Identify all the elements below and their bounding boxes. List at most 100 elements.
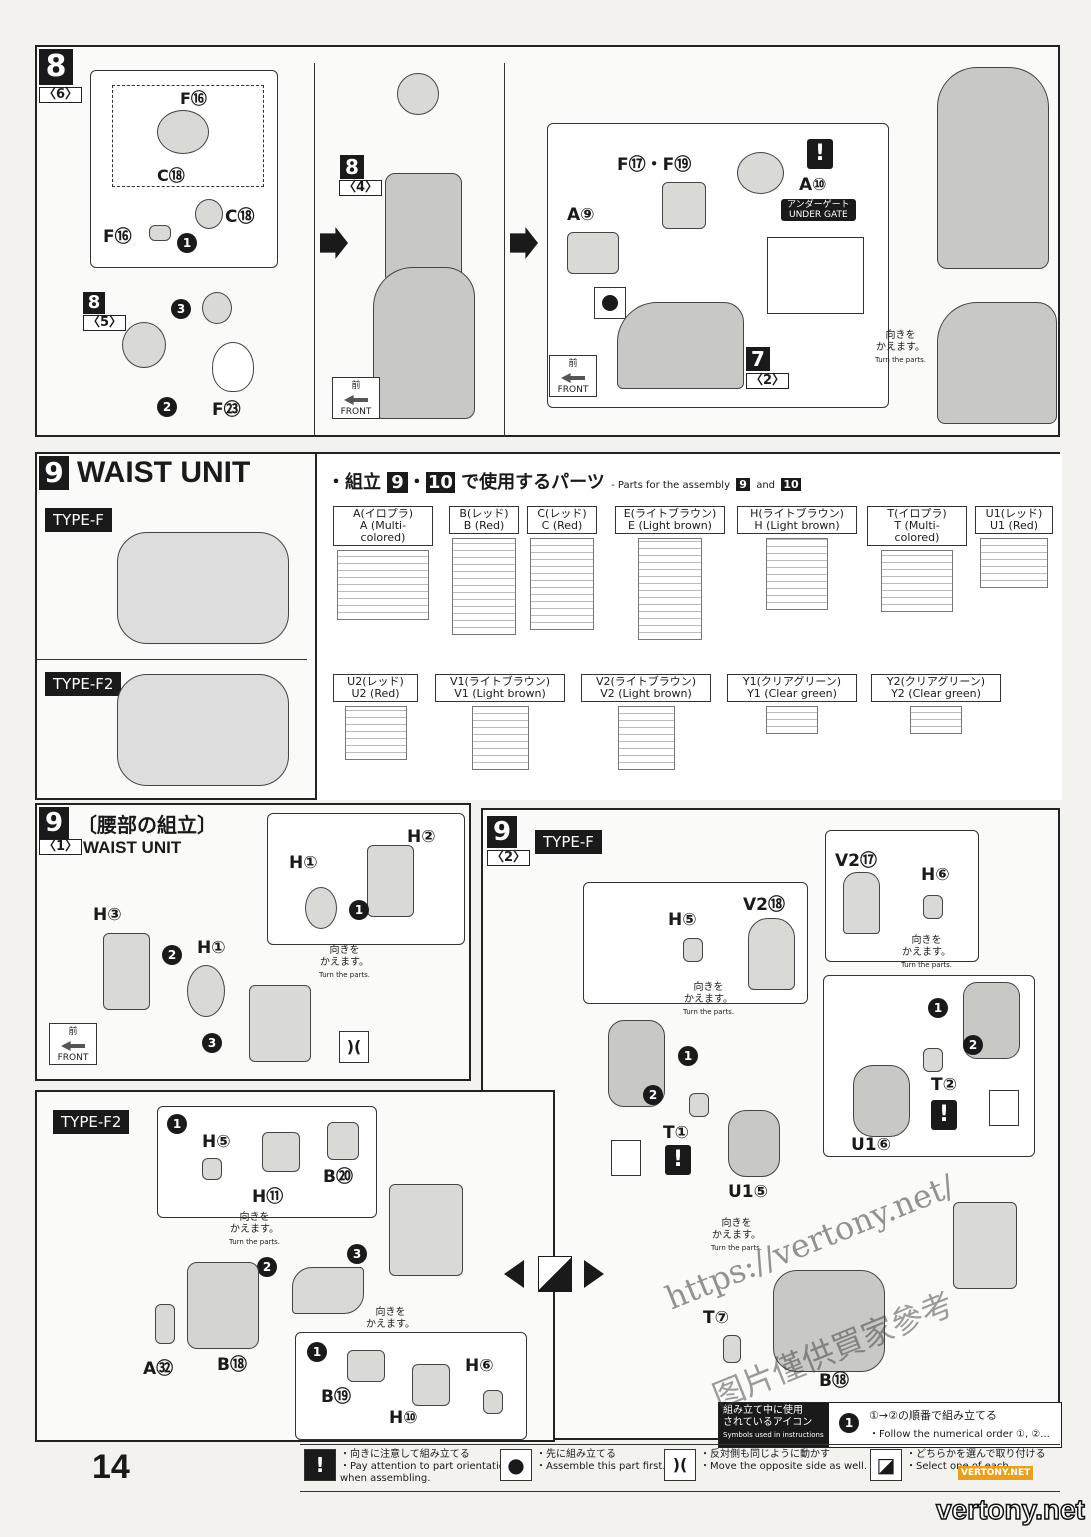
- part-label-h6: H⑥: [921, 865, 950, 885]
- type-f-tag: TYPE-F: [45, 508, 112, 532]
- part-label-f23: F㉓: [212, 400, 241, 420]
- order-1-icon: 1: [307, 1342, 327, 1362]
- part-label-v2-17: V2⑰: [835, 851, 877, 871]
- order-info-seq-jp: ①→②の順番で組み立てる: [869, 1409, 997, 1422]
- step9-1-number: 9: [39, 807, 69, 839]
- part-label-b19: B⑲: [321, 1387, 351, 1407]
- order-2-icon: 2: [157, 397, 177, 417]
- turn-parts-note: 向きをかえます。Turn the parts.: [875, 330, 927, 364]
- step9-2-panel: 9 〈2〉 TYPE-F H⑤ V2⑱ 向きをかえます。Turn the par…: [481, 808, 1060, 1440]
- shoulder-cap-part: [202, 292, 232, 324]
- t2-detail-box: [989, 1090, 1019, 1126]
- part-t2: [923, 1048, 943, 1072]
- type-f-tag: TYPE-F: [535, 830, 602, 854]
- step8-sub-number: 8: [340, 155, 364, 179]
- step8-substep: 〈6〉: [39, 87, 83, 103]
- part-f16-c18-preview: [157, 110, 209, 154]
- step9-f2-panel: TYPE-F2 1 H⑤ H⑪ B⑳ 向きをかえます。Turn the part…: [35, 1090, 555, 1442]
- runner-h: H(ライトブラウン)H (Light brown): [737, 506, 857, 610]
- shoulder-joint-part: [122, 322, 166, 368]
- waist-core-part: [389, 1184, 463, 1276]
- waist-assembled-part: [773, 1270, 885, 1372]
- part-a10: [737, 152, 784, 194]
- part-label-a10: A⑩: [799, 175, 827, 195]
- legend-move-both: )( ・反対側も同じように動かす・Move the opposite side …: [664, 1447, 867, 1487]
- leg-foot-part: [937, 302, 1057, 424]
- part-label-b18: B⑱: [217, 1355, 247, 1375]
- move-both-sides-icon: )(: [664, 1449, 696, 1481]
- part-a9: [567, 232, 619, 274]
- leg-knee-part: [373, 267, 475, 419]
- move-both-sides-icon: )(: [339, 1031, 369, 1063]
- step9-1-title-en: WAIST UNIT: [83, 838, 182, 857]
- detail-dashed-box: [112, 85, 264, 187]
- attention-icon: !: [665, 1145, 691, 1175]
- waist-core-part: [249, 985, 311, 1062]
- order-1-icon: 1: [177, 233, 197, 253]
- part-h3: [103, 933, 150, 1010]
- step9-1-panel: 9 〈1〉 〔腰部の組立〕 WAIST UNIT H② H① 1 向きをかえます…: [35, 803, 471, 1081]
- assemble-first-icon: ●: [500, 1449, 532, 1481]
- select-one-icon: [504, 1252, 604, 1296]
- step9-parts-panel: 9 WAIST UNIT TYPE-F TYPE-F2 ・組立 9・10 で使用…: [35, 452, 1062, 800]
- runner-v2: V2(ライトブラウン)V2 (Light brown): [581, 674, 711, 770]
- turn-parts-note: 向きをかえます。Turn the parts.: [319, 945, 371, 979]
- part-t1: [689, 1093, 709, 1117]
- part-u1-5: [728, 1110, 780, 1177]
- part-label-b18: B⑱: [819, 1371, 849, 1391]
- part-label-u1-5: U1⑤: [728, 1182, 769, 1202]
- runner-v1: V1(ライトブラウン)V1 (Light brown): [435, 674, 565, 770]
- turn-parts-note: 向きをかえます。Turn the parts.: [711, 1218, 763, 1252]
- part-b19: [347, 1350, 385, 1382]
- leg-base-part: [617, 302, 744, 389]
- turn-parts-note: 向きをかえます。Turn the parts.: [683, 982, 735, 1016]
- step7-ref-number: 7: [746, 347, 770, 371]
- runner-u1: U1(レッド)U1 (Red): [975, 506, 1053, 588]
- runner-a: A(イロプラ)A (Multi-colored): [333, 506, 433, 620]
- part-label-f17-f19: F⑰・F⑲: [617, 155, 692, 175]
- step9-1-title-jp: 〔腰部の組立〕: [77, 813, 217, 837]
- t1-detail-box: [611, 1140, 641, 1176]
- step8-panel: 8 〈6〉 F⑯ C⑱ F⑯ C⑱ 1 〈5〉 8 3 2 F㉓ 8 〈4〉 前…: [35, 45, 1060, 437]
- detail-bubble: [295, 1332, 527, 1440]
- step8-ref-number: 8: [83, 292, 105, 314]
- runner-t: T(イロプラ)T (Multi-colored): [867, 506, 967, 612]
- part-c18: [195, 199, 223, 229]
- step9-1-substep: 〈1〉: [39, 839, 83, 855]
- order-1-icon: 1: [678, 1046, 698, 1066]
- step8-substep-5: 〈5〉: [83, 315, 127, 331]
- part-label-h6: H⑥: [465, 1356, 494, 1376]
- legend-bar: [300, 1444, 1060, 1492]
- part-h6: [923, 895, 943, 919]
- runner-y1: Y1(クリアグリーン)Y1 (Clear green): [727, 674, 857, 734]
- order-1-icon: 1: [167, 1114, 187, 1134]
- order-3-icon: 3: [202, 1033, 222, 1053]
- part-label-h1: H①: [197, 938, 226, 958]
- part-v2-17: [843, 872, 880, 934]
- order-info-seq-en: ・Follow the numerical order ①, ②...: [869, 1429, 1050, 1440]
- part-label-c18: C⑱: [225, 207, 255, 227]
- gate-detail-box: [767, 237, 864, 314]
- step8-number: 8: [39, 49, 73, 85]
- legend-attention: ! ・向きに注意して組み立てる・Pay attention to part or…: [304, 1447, 511, 1487]
- divider: [37, 659, 307, 660]
- waist-type-f2-preview: [117, 674, 289, 786]
- type-f2-tag: TYPE-F2: [53, 1110, 130, 1134]
- part-label-h11: H⑪: [252, 1187, 284, 1207]
- order-2-icon: 2: [643, 1085, 663, 1105]
- order-2-icon: 2: [257, 1257, 277, 1277]
- part-label-h10: H⑩: [389, 1408, 418, 1428]
- shoulder-dome-part: [212, 342, 254, 392]
- part-v2-18: [748, 918, 795, 990]
- attention-icon: !: [807, 139, 833, 169]
- divider: [314, 63, 315, 437]
- part-h2: [367, 845, 414, 917]
- order-2-icon: 2: [162, 945, 182, 965]
- part-h6: [483, 1390, 503, 1414]
- next-arrow-icon: [320, 227, 348, 259]
- part-h1: [187, 965, 225, 1017]
